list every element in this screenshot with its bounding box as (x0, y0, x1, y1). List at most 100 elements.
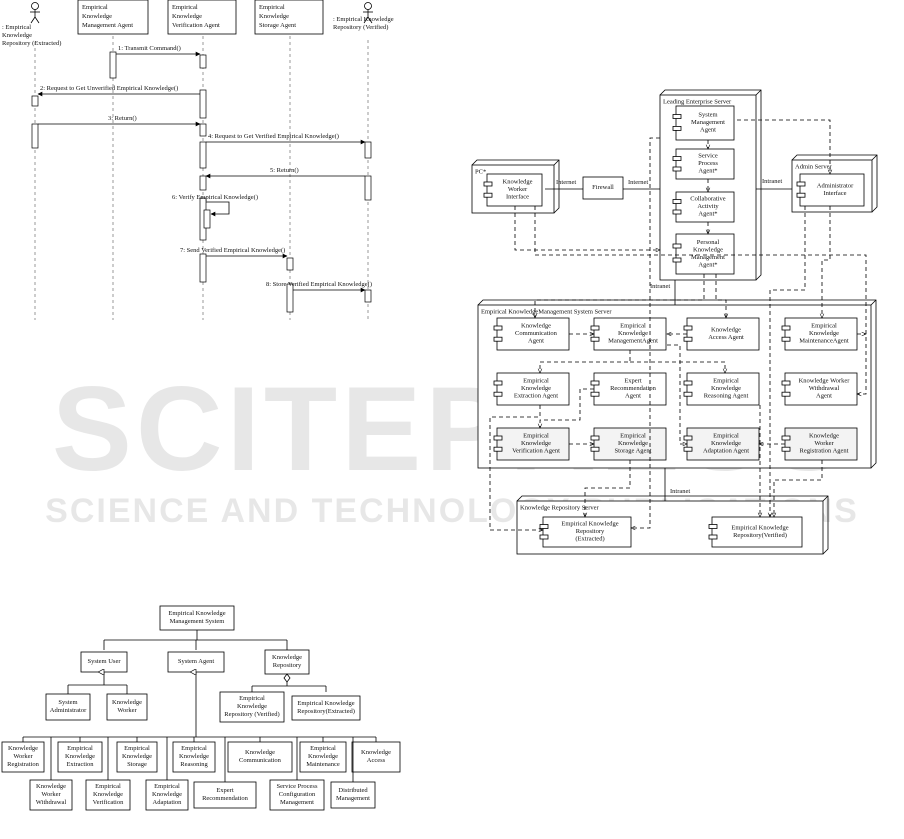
actor-leg-l-0 (30, 16, 36, 24)
class-agent-top-6-box (351, 741, 401, 773)
ekms-component-5-tab-bottom (590, 391, 600, 397)
actor-figure-0 (30, 2, 40, 24)
class-repo-aggregation (283, 673, 291, 683)
ekms-component-2-tab-top (683, 325, 693, 331)
ekms-component-11-tab-bottom (781, 446, 791, 452)
intranet-label-2: Intranet (650, 283, 670, 290)
ekms-component-3-box (784, 317, 858, 351)
ekms-component-8-tab-bottom (493, 446, 503, 452)
node-pc-title: PC* (475, 168, 486, 175)
object-box-1 (77, 0, 149, 35)
dependency-10 (667, 344, 687, 444)
ekms-component-4-tab-bottom (493, 391, 503, 397)
activation-4 (31, 123, 39, 149)
node-leading-enterprise-server-edge (755, 89, 762, 96)
object-box-2 (167, 0, 237, 35)
ekms-component-4-tab-top (493, 380, 503, 386)
ekms-component-5-tab-top (590, 380, 600, 386)
activation-0 (109, 51, 117, 79)
activation-9 (364, 175, 372, 201)
node-admin-server-edge (871, 154, 878, 161)
dependency-4 (535, 274, 705, 318)
class-agent-top-0-box (1, 741, 45, 773)
actor-head-4 (364, 2, 372, 10)
activation-6 (364, 141, 372, 159)
ekms-component-8-box (496, 427, 570, 461)
activation-7 (199, 141, 207, 169)
activation-3 (31, 95, 39, 107)
pc-component-tab-bottom (483, 192, 493, 198)
dependency-5 (715, 274, 726, 318)
activation-2 (199, 89, 207, 119)
leading-component-0-tab-bottom (672, 126, 682, 131)
activation-12 (199, 253, 207, 283)
activation-self (203, 209, 211, 229)
ekms-component-4-box (496, 372, 570, 406)
ekms-component-10-tab-top (683, 435, 693, 441)
node-knowledge-repository-server-title: Knowledge Repository Server (520, 504, 600, 511)
class-agent-top-2-box (116, 741, 158, 773)
dependency-1 (822, 206, 831, 318)
repo-component-1-tab-bottom (708, 534, 718, 540)
class-user-0-box (45, 693, 91, 721)
class-agent-bottom-4-box (269, 779, 325, 811)
internet-label-2: Internet (628, 179, 648, 186)
node-admin-server-title: Admin Server (795, 163, 832, 170)
ekms-component-11-box (784, 427, 858, 461)
class-level1-1-label: System Agent (178, 658, 214, 665)
dependency-9 (630, 361, 725, 373)
node-pc-edge (553, 159, 560, 166)
dependency-3 (534, 206, 867, 394)
actor-head-0 (31, 2, 39, 10)
activation-11 (286, 257, 294, 271)
message-label-6: 6: Verify Empirical Knowledge() (172, 194, 258, 201)
leading-component-2-box (675, 191, 735, 223)
class-agent-top-1-box (57, 741, 103, 773)
class-agent-bottom-5-box (330, 781, 376, 809)
message-label-8: 8: Store Verified Empirical Knowledge() (266, 281, 372, 288)
class-repo-1-box (291, 695, 361, 721)
leading-component-3-tab-bottom (672, 257, 682, 263)
intranet-label-1: Intranet (762, 178, 782, 185)
class-agent-bottom-0-box (29, 779, 73, 811)
repo-component-0-box (542, 516, 632, 548)
dependency-8 (540, 350, 631, 373)
ekms-component-9-tab-top (590, 435, 600, 441)
activation-1 (199, 54, 207, 69)
leading-component-2-tab-top (672, 199, 682, 204)
ekms-component-11-tab-top (781, 435, 791, 441)
ekms-component-7-tab-bottom (781, 391, 791, 397)
node-ekms-server-title: Empirical KnowledgeManagement System Ser… (481, 308, 612, 315)
leading-component-1-box (675, 148, 735, 180)
object-box-3 (254, 0, 324, 35)
internet-label-1: Internet (556, 179, 576, 186)
ekms-component-8-tab-top (493, 435, 503, 441)
intranet-label-3: Intranet (670, 488, 690, 495)
